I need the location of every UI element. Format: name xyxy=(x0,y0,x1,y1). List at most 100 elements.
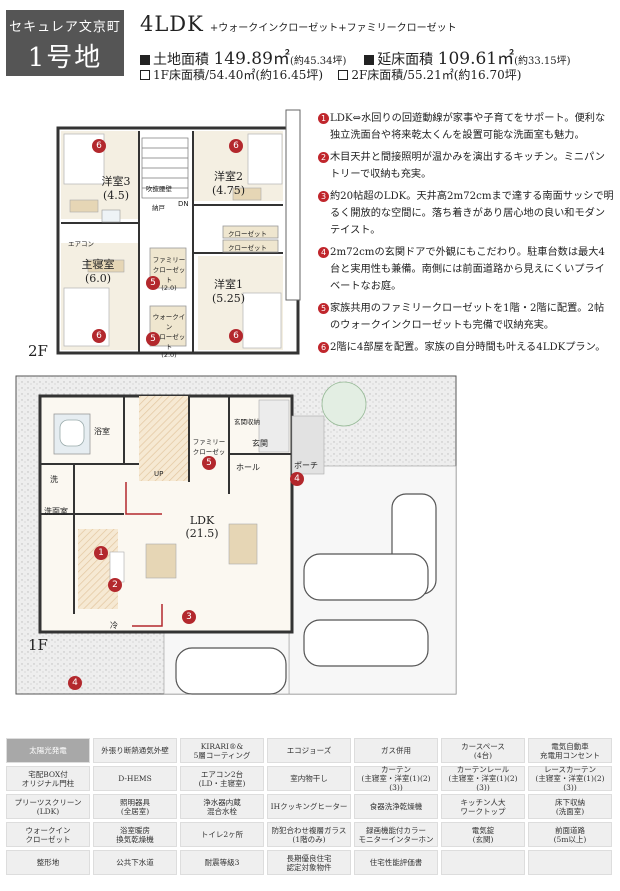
marker-6-icon: 6 xyxy=(229,139,243,153)
room-label: 洋室2(4.75) xyxy=(211,170,246,197)
marker-5-icon: 5 xyxy=(146,332,160,346)
wash-label: 洗 xyxy=(50,475,58,484)
fridge-label: 冷 xyxy=(110,621,118,630)
f1-area: 1F床面積/54.40㎡(約16.45坪) xyxy=(153,68,324,82)
number-badge-icon: 1 xyxy=(318,113,329,124)
feature-text: 2m72cmの玄関ドアで外観にもこだわり。駐車台数は最大4台と実用性も兼備。南側… xyxy=(330,247,605,292)
feature-badge: カーテン (主寝室・洋室(1)(2)(3)) xyxy=(354,765,438,792)
aircon-label: エアコン xyxy=(68,240,94,248)
feature-badge: 前面道路 (5m以上) xyxy=(528,822,612,847)
marker-6-icon: 6 xyxy=(92,329,106,343)
marker-2-icon: 2 xyxy=(108,578,122,592)
feature-badge: ウォークイン クローゼット xyxy=(6,822,90,847)
feature-badge: 録画機能付カラー モニターインターホン xyxy=(354,822,438,847)
number-badge-icon: 6 xyxy=(318,342,329,353)
walk-in-closet-label: ウォークイン クローゼット (2.0) xyxy=(152,313,186,359)
square-bullet-icon xyxy=(140,55,150,65)
feature-text: LDK⇔水回りの回遊動線が家事や子育てをサポート。便利な独立洗面台や将来乾太くん… xyxy=(330,113,606,141)
floor-area-value: 109.61㎡ xyxy=(437,49,515,69)
site-plan-drawing xyxy=(15,375,457,695)
entrance-label: 玄関 xyxy=(252,439,268,448)
washroom-label: 洗面室 xyxy=(44,507,68,516)
feature-badge: 公共下水道 xyxy=(93,850,177,875)
feature-badge: KIRARI®& 5層コーティング xyxy=(180,738,264,763)
square-outline-icon xyxy=(140,70,150,80)
closet-label: クローゼット xyxy=(228,230,267,238)
marker-4-icon: 4 xyxy=(68,676,82,690)
feature-badge: ガス併用 xyxy=(354,738,438,763)
feature-badge: トイレ2ヶ所 xyxy=(180,822,264,847)
feature-text: 2階に4部屋を配置。家族の自分時間も叶える4LDKプラン。 xyxy=(330,342,606,353)
marker-5-icon: 5 xyxy=(146,276,160,290)
number-badge-icon: 3 xyxy=(318,191,329,202)
feature-badge: キッチン人大 ワークトップ xyxy=(441,794,525,819)
feature-badge: 室内物干し xyxy=(267,766,351,791)
feature-badge: エコジョーズ xyxy=(267,738,351,763)
marker-5-icon: 5 xyxy=(202,456,216,470)
hall-label: ホール xyxy=(236,463,260,472)
plan-title: 4LDK +ウォークインクローゼット+ファミリークローゼット xyxy=(140,12,457,36)
feature-badge: 耐震等級3 xyxy=(180,850,264,875)
feature-badge xyxy=(441,850,525,875)
f2-area: 2F床面積/55.21㎡(約16.70坪) xyxy=(351,68,522,82)
floor-plan-2f: 洋室3(4.5) 洋室2(4.75) 主寝室(6.0) 洋室1(5.25) ファ… xyxy=(28,108,308,360)
floor-areas: 1F床面積/54.40㎡(約16.45坪) 2F床面積/55.21㎡(約16.7… xyxy=(140,66,521,83)
marker-6-icon: 6 xyxy=(92,139,106,153)
lot-subtitle: セキュレア文京町 xyxy=(9,20,121,35)
feature-badge xyxy=(528,850,612,875)
plan-type: 4LDK xyxy=(140,12,204,36)
feature-badge: エアコン2台 (LD・主寝室) xyxy=(180,766,264,791)
ldk-label: LDK(21.5) xyxy=(185,514,219,540)
bath-label: 浴室 xyxy=(94,427,110,436)
floor-plan-1f: 浴室 洗 洗面室 LDK(21.5) ホール 玄関 ポーチ ファミリー クローゼ… xyxy=(14,374,474,712)
porch-label: ポーチ xyxy=(294,461,318,470)
feature-text: 約20帖超のLDK。天井高2m72cmまで達する南面サッシで明るく開放的な空間に… xyxy=(330,191,614,236)
feature-badge: 防犯合わせ複層ガラス (1階のみ) xyxy=(267,822,351,847)
square-bullet-icon xyxy=(364,55,375,65)
feature-badge: 太陽光発電 xyxy=(6,738,90,763)
number-badge-icon: 4 xyxy=(318,247,329,258)
room-label: 洋室3(4.5) xyxy=(101,175,131,202)
feature-badge: 外張り断熱通気外壁 xyxy=(93,738,177,763)
feature-badge: 床下収納 (洗面室) xyxy=(528,794,612,819)
floor-label-2f: 2F xyxy=(28,342,48,360)
marker-6-icon: 6 xyxy=(229,329,243,343)
feature-badge: カーテンレール (主寝室・洋室(1)(2)(3)) xyxy=(441,765,525,792)
feature-badge: 長期優良住宅 認定対象物件 xyxy=(267,850,351,875)
feature-badge: 宅配BOX付 オリジナル門柱 xyxy=(6,766,90,791)
feature-badge: 電気錠 (玄関) xyxy=(441,822,525,847)
stairs-up-label: UP xyxy=(154,470,164,478)
number-badge-icon: 2 xyxy=(318,152,329,163)
marker-4-icon: 4 xyxy=(290,472,304,486)
room-label: 洋室1(5.25) xyxy=(211,278,246,305)
floor-area-label: 延床面積 xyxy=(377,52,434,68)
land-area-label: 土地面積 xyxy=(153,52,209,68)
plan-type-sub: +ウォークインクローゼット+ファミリークローゼット xyxy=(209,23,457,34)
feature-badge: 電気自動車 充電用コンセント xyxy=(528,738,612,763)
closet-label: クローゼット xyxy=(228,244,267,252)
marker-3-icon: 3 xyxy=(182,610,196,624)
feature-badge: IHクッキングヒーター xyxy=(267,794,351,819)
shoe-storage-label: 玄関収納 xyxy=(234,418,260,426)
feature-badge: プリーツスクリーン (LDK) xyxy=(6,794,90,819)
feature-badge: 浴室暖房 換気乾燥機 xyxy=(93,822,177,847)
feature-badge: D-HEMS xyxy=(93,766,177,791)
feature-badge: レースカーテン (主寝室・洋室(1)(2)(3)) xyxy=(528,765,612,792)
storage-label: 納戸 xyxy=(152,204,165,212)
floor-area-tsubo: (約33.15坪) xyxy=(514,56,571,67)
land-area-value: 149.89㎡ xyxy=(213,49,290,69)
family-closet-label: ファミリー クローゼット (2.0) xyxy=(152,256,186,292)
feature-text: 木目天井と間接照明が温かみを演出するキッチン。ミニパントリーで収納も充実。 xyxy=(330,152,605,180)
number-badge-icon: 5 xyxy=(318,303,329,314)
floor-label-1f: 1F xyxy=(28,636,48,654)
room-label: 主寝室(6.0) xyxy=(81,258,115,285)
feature-badge: 食器洗浄乾燥機 xyxy=(354,794,438,819)
